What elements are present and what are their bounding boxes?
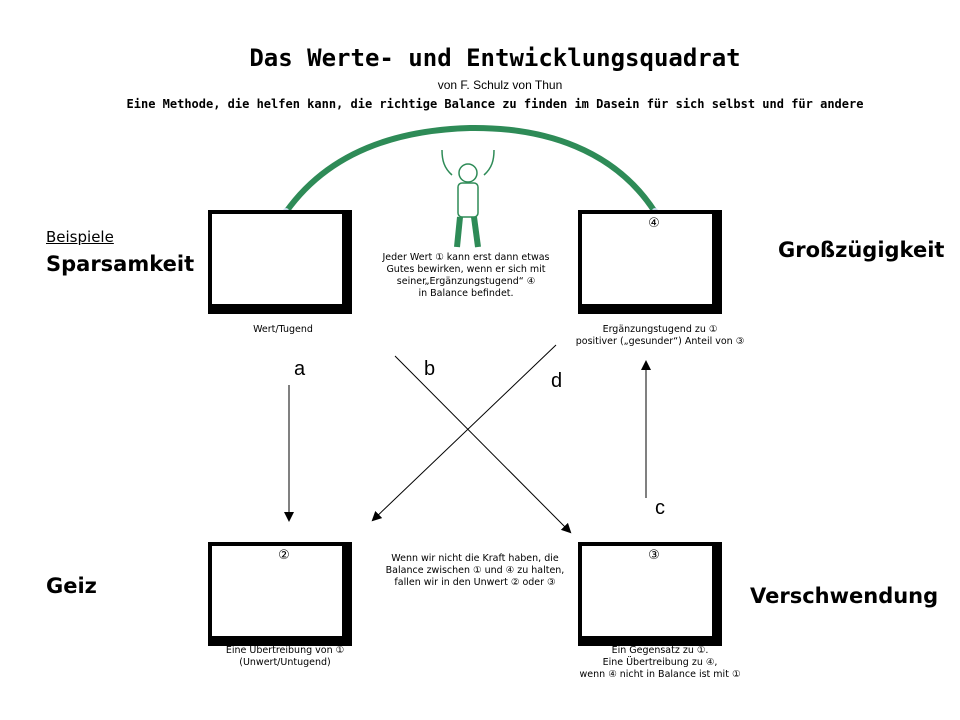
note-line: in Balance befindet.: [418, 288, 514, 299]
note-fall: Wenn wir nicht die Kraft haben, die Bala…: [370, 553, 580, 589]
caption-line: Ergänzungstugend zu ①: [602, 324, 718, 335]
caption-complementary-virtue: Ergänzungstugend zu ① positiver („gesund…: [560, 324, 760, 348]
caption-opposite: Ein Gegensatz zu ①. Eine Übertreibung zu…: [555, 645, 765, 681]
term-thrift: Sparsamkeit: [46, 252, 195, 276]
caption-value-virtue: Wert/Tugend: [253, 324, 313, 335]
box-complementary-virtue: ④: [578, 210, 722, 314]
note-line: fallen wir in den Unwert ② oder ③: [394, 577, 556, 588]
box-number: ②: [278, 548, 290, 563]
term-waste: Verschwendung: [750, 584, 939, 608]
caption-line: (Unwert/Untugend): [239, 657, 331, 668]
box-number: ④: [648, 216, 660, 231]
balance-arc: [283, 124, 658, 215]
arrow-d: [371, 344, 557, 522]
caption-overemphasis: Eine Übertreibung von ① (Unwert/Untugend…: [200, 645, 370, 669]
caption-line: Eine Übertreibung zu ④,: [602, 657, 718, 668]
arrow-label-b: b: [424, 358, 436, 380]
arrow-label-d: d: [551, 370, 563, 392]
caption-line: Ein Gegensatz zu ①.: [611, 645, 709, 656]
term-generosity: Großzügigkeit: [778, 238, 945, 262]
caption-line: wenn ④ nicht in Balance ist mit ①: [579, 669, 741, 680]
box-number: ③: [648, 548, 660, 563]
note-line: Balance zwischen ① und ④ zu halten,: [385, 565, 565, 576]
box-overemphasis: ②: [208, 542, 352, 646]
note-line: seiner„Ergänzungstugend“ ④: [396, 276, 536, 287]
note-balance: Jeder Wert ① kann erst dann etwas Gutes …: [358, 252, 574, 300]
caption-line: Eine Übertreibung von ①: [225, 645, 345, 656]
examples-label: Beispiele: [46, 228, 114, 246]
box-value-virtue: [208, 210, 352, 314]
note-line: Gutes bewirken, wenn er sich mit: [386, 264, 546, 275]
page-title: Das Werte- und Entwicklungsquadrat: [249, 44, 741, 72]
note-line: Jeder Wert ① kann erst dann etwas: [382, 252, 550, 263]
term-greed: Geiz: [46, 574, 97, 598]
subtitle: Eine Methode, die helfen kann, die richt…: [126, 97, 864, 111]
note-line: Wenn wir nicht die Kraft haben, die: [391, 553, 559, 564]
caption-line: positiver („gesunder“) Anteil von ③: [575, 336, 745, 347]
author-line: von F. Schulz von Thun: [437, 78, 563, 92]
arrow-b: [394, 355, 572, 534]
box-opposite: ③: [578, 542, 722, 646]
arrow-label-a: a: [294, 358, 306, 380]
balancing-figure-icon: [441, 149, 495, 248]
arrow-label-c: c: [655, 497, 665, 519]
